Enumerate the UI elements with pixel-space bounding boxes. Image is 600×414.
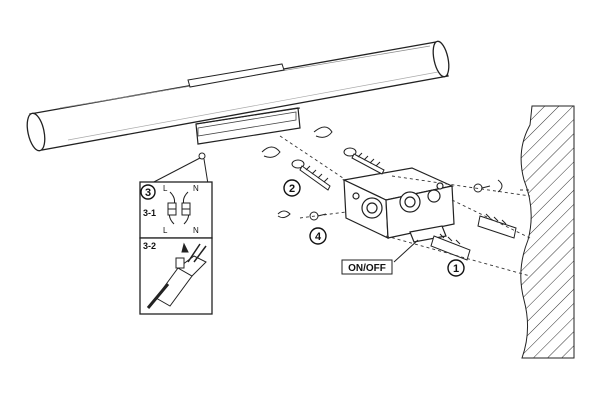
label-N-bottom: N bbox=[193, 226, 199, 235]
detail-callout bbox=[149, 152, 209, 185]
alignment-lines bbox=[279, 135, 532, 277]
switch-leader: ON/OFF bbox=[341, 239, 419, 275]
step-2-number: 2 bbox=[289, 183, 295, 195]
wiring-detail-box: 3 3-1 L N L N 3-2 bbox=[139, 181, 213, 315]
step-4-marker: 4 bbox=[309, 227, 327, 245]
lamp-mount-bracket bbox=[195, 107, 301, 145]
small-screw-right bbox=[473, 183, 491, 193]
junction-box bbox=[342, 167, 455, 243]
label-L-bottom: L bbox=[163, 226, 168, 235]
step-3-number: 3 bbox=[145, 187, 151, 199]
label-L-top: L bbox=[163, 184, 168, 193]
label-N-top: N bbox=[193, 184, 199, 193]
step-2-marker: 2 bbox=[283, 179, 301, 197]
screw-lower bbox=[291, 159, 331, 191]
terminal-connectors bbox=[167, 191, 191, 225]
wall-plug-lower bbox=[430, 233, 471, 261]
step-1-number: 1 bbox=[453, 263, 459, 275]
wall bbox=[520, 105, 575, 359]
on-off-label: ON/OFF bbox=[348, 263, 386, 274]
sub-step-3-2: 3-2 bbox=[143, 241, 156, 251]
wire-connector-illustration bbox=[146, 242, 207, 309]
step-3-circle bbox=[140, 184, 156, 200]
rotation-arrows bbox=[261, 126, 503, 219]
lamp-tube bbox=[26, 40, 450, 152]
sub-step-3-1: 3-1 bbox=[143, 208, 156, 218]
step-4-number: 4 bbox=[315, 231, 322, 243]
wall-plug-upper bbox=[477, 213, 517, 239]
step-1-marker: 1 bbox=[447, 259, 465, 277]
screw-upper bbox=[343, 147, 385, 175]
lamp-top-bracket bbox=[187, 63, 285, 88]
